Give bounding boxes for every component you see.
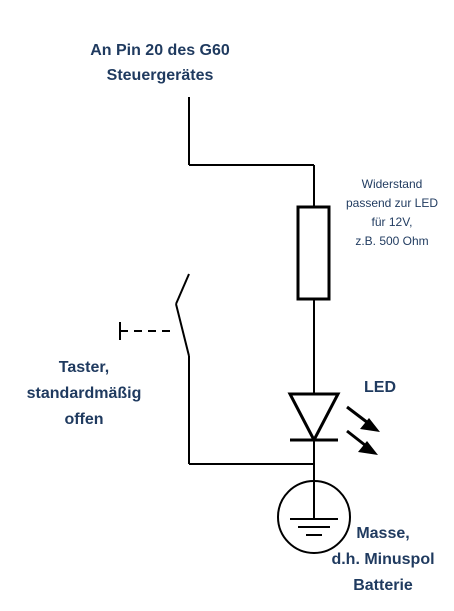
- resistor-label-line2: passend zur LED: [346, 196, 438, 210]
- resistor-label-line1: Widerstand: [362, 177, 423, 191]
- switch-lever: [175, 273, 190, 305]
- resistor: [296, 205, 331, 301]
- ground-label-line1: Masse,: [356, 525, 409, 542]
- resistor-label-line3: für 12V,: [372, 215, 413, 229]
- switch-label-line3: offen: [64, 411, 103, 428]
- led-emission-arrow-1: [346, 405, 380, 432]
- switch-label-line1: Taster,: [59, 359, 109, 376]
- switch-contact: [175, 303, 190, 357]
- pin-label-line2: Steuergerätes: [107, 67, 214, 84]
- led-label: LED: [364, 379, 396, 396]
- pin-label-line1: An Pin 20 des G60: [90, 42, 230, 59]
- ground-label-line3: Batterie: [353, 577, 413, 594]
- resistor-label-line4: z.B. 500 Ohm: [355, 234, 428, 248]
- switch-label-line2: standardmäßig: [27, 385, 142, 402]
- ground-label-line2: d.h. Minuspol: [331, 551, 434, 568]
- led-emission-arrow-2: [346, 429, 378, 455]
- led-diode-triangle: [287, 392, 341, 444]
